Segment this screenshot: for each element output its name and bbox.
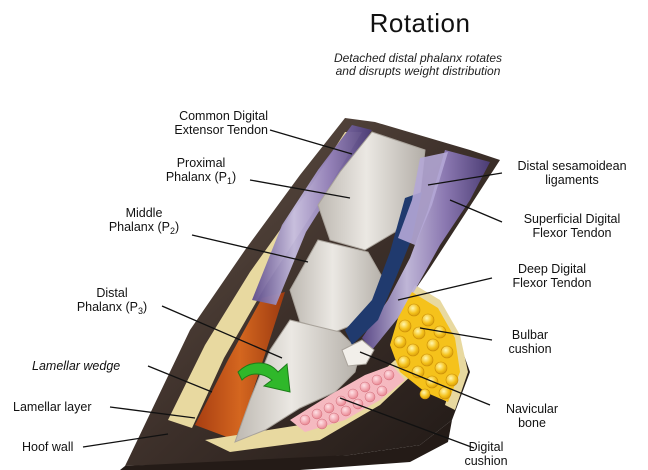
label-line: Common Digital [130,109,268,123]
label-lamellar-layer: Lamellar layer [13,400,92,414]
label-middle-phalanx: Middle Phalanx (P2) [98,206,190,238]
label-subscript: 3 [138,306,143,316]
page-title: Rotation [340,8,500,39]
label-line: Phalanx (P1) [156,170,246,188]
label-distal-phalanx: Distal Phalanx (P3) [66,286,158,318]
label-line: Deep Digital [492,262,612,276]
label-line: Phalanx (P2) [98,220,190,238]
label-line: cushion [490,342,570,356]
label-distal-sesamoidean-ligaments: Distal sesamoidean ligaments [502,159,642,187]
label-bulbar-cushion: Bulbar cushion [490,328,570,356]
label-line: Distal sesamoidean [502,159,642,173]
label-line: Flexor Tendon [502,226,642,240]
label-hoof-wall: Hoof wall [22,440,73,454]
label-digital-cushion: Digital cushion [448,440,524,468]
label-line: Extensor Tendon [130,123,268,137]
label-line: Distal [66,286,158,300]
page-subtitle: Detached distal phalanx rotates and disr… [268,52,568,78]
label-lamellar-wedge: Lamellar wedge [32,359,120,373]
label-line: ligaments [502,173,642,187]
label-line: Navicular [490,402,574,416]
label-text: P [162,220,170,234]
label-line: Superficial Digital [502,212,642,226]
label-line: Proximal [156,156,246,170]
label-line: Phalanx (P3) [66,300,158,318]
label-line: bone [490,416,574,430]
label-line: Middle [98,206,190,220]
label-text: Phalanx [77,300,122,314]
label-subscript: 1 [227,176,232,186]
subtitle-line-2: and disrupts weight distribution [268,65,568,78]
label-line: Flexor Tendon [492,276,612,290]
label-text: Phalanx [109,220,154,234]
label-subscript: 2 [170,226,175,236]
label-text: P [130,300,138,314]
label-navicular-bone: Navicular bone [490,402,574,430]
label-proximal-phalanx: Proximal Phalanx (P1) [156,156,246,188]
label-line: Bulbar [490,328,570,342]
label-common-digital-extensor-tendon: Common Digital Extensor Tendon [130,109,268,137]
label-text: Phalanx [166,170,211,184]
label-text: P [219,170,227,184]
label-line: Digital [448,440,524,454]
label-line: cushion [448,454,524,468]
label-deep-digital-flexor-tendon: Deep Digital Flexor Tendon [492,262,612,290]
label-superficial-digital-flexor-tendon: Superficial Digital Flexor Tendon [502,212,642,240]
